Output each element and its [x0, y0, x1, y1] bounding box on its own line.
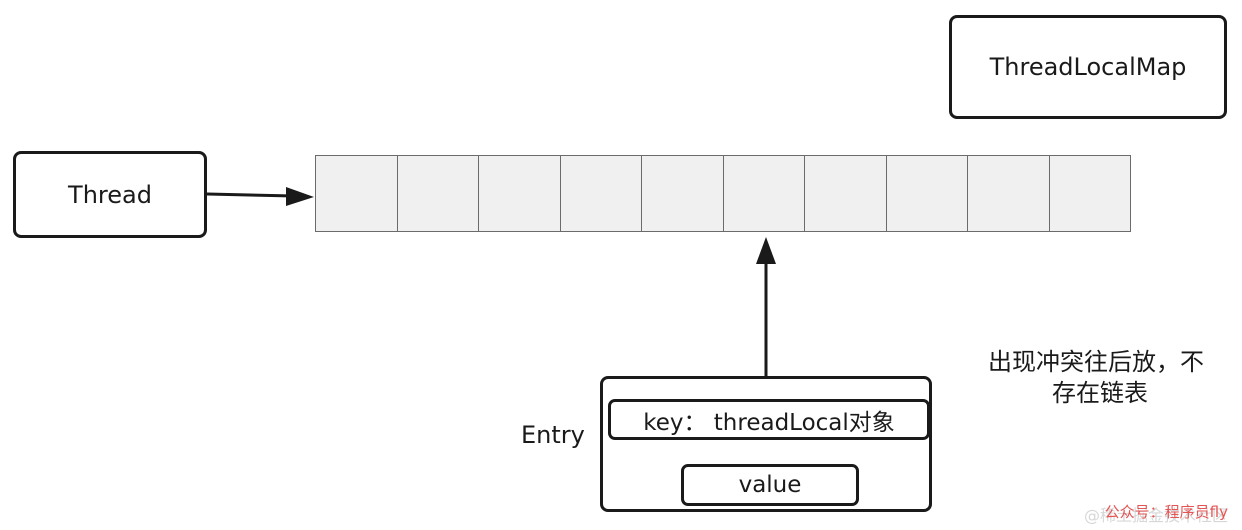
- entry-label: Entry: [521, 421, 585, 449]
- array-slot: [397, 156, 479, 231]
- value-label: value: [738, 472, 802, 498]
- value-box: value: [681, 464, 859, 506]
- array-slot: [968, 156, 1050, 231]
- thread-to-map-arrow: [206, 192, 295, 198]
- array-slot: [723, 156, 805, 231]
- array-slot: [479, 156, 561, 231]
- thread-box: Thread: [13, 151, 207, 238]
- array-slot: [1049, 156, 1130, 231]
- collision-note-line1: 出现冲突往后放，不: [988, 348, 1204, 376]
- key-label: key： threadLocal对象: [643, 409, 895, 436]
- threadlocalmap-label: ThreadLocalMap: [989, 53, 1187, 81]
- array-slot: [805, 156, 887, 231]
- array-slot: [886, 156, 968, 231]
- threadlocalmap-box: ThreadLocalMap: [949, 15, 1227, 119]
- collision-note-line2: 存在链表: [1052, 379, 1148, 407]
- array-slot: [642, 156, 724, 231]
- entry-arrowhead: [756, 237, 776, 264]
- watermark: @稀土掘金技术社区: [1083, 506, 1228, 525]
- array-slot: [560, 156, 642, 231]
- watermark-source: 公众号：程序员fly: [1104, 503, 1228, 521]
- array-slot: [316, 156, 398, 231]
- key-box: key： threadLocal对象: [608, 399, 930, 440]
- thread-arrowhead: [286, 187, 314, 206]
- thread-label: Thread: [68, 180, 152, 209]
- entry-array: [315, 155, 1131, 232]
